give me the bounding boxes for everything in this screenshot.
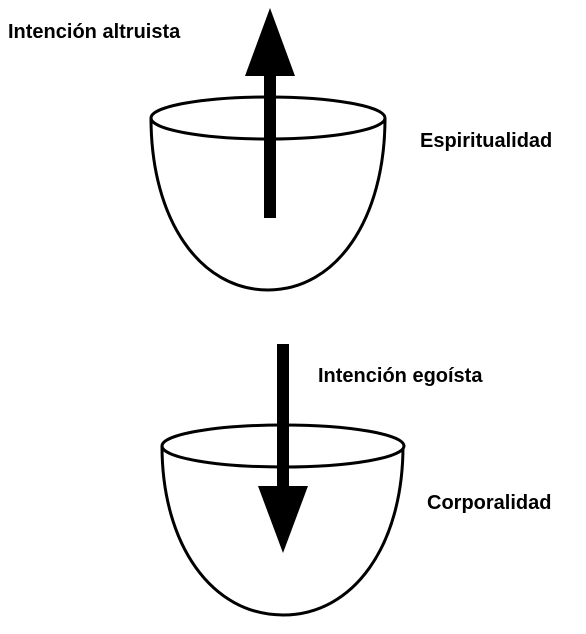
corporality-label: Corporalidad [427, 492, 552, 514]
spirituality-label: Espiritualidad [420, 130, 553, 152]
egoistic-intention-label: Intención egoísta [318, 365, 483, 387]
up-arrow-icon [245, 8, 295, 218]
up-arrow-shaft [264, 68, 276, 218]
down-arrow-icon [258, 344, 308, 553]
altruistic-intention-label: Intención altruista [8, 21, 181, 43]
up-arrow-head [245, 8, 295, 76]
down-arrow-head [258, 486, 308, 553]
down-arrow-shaft [277, 344, 289, 490]
